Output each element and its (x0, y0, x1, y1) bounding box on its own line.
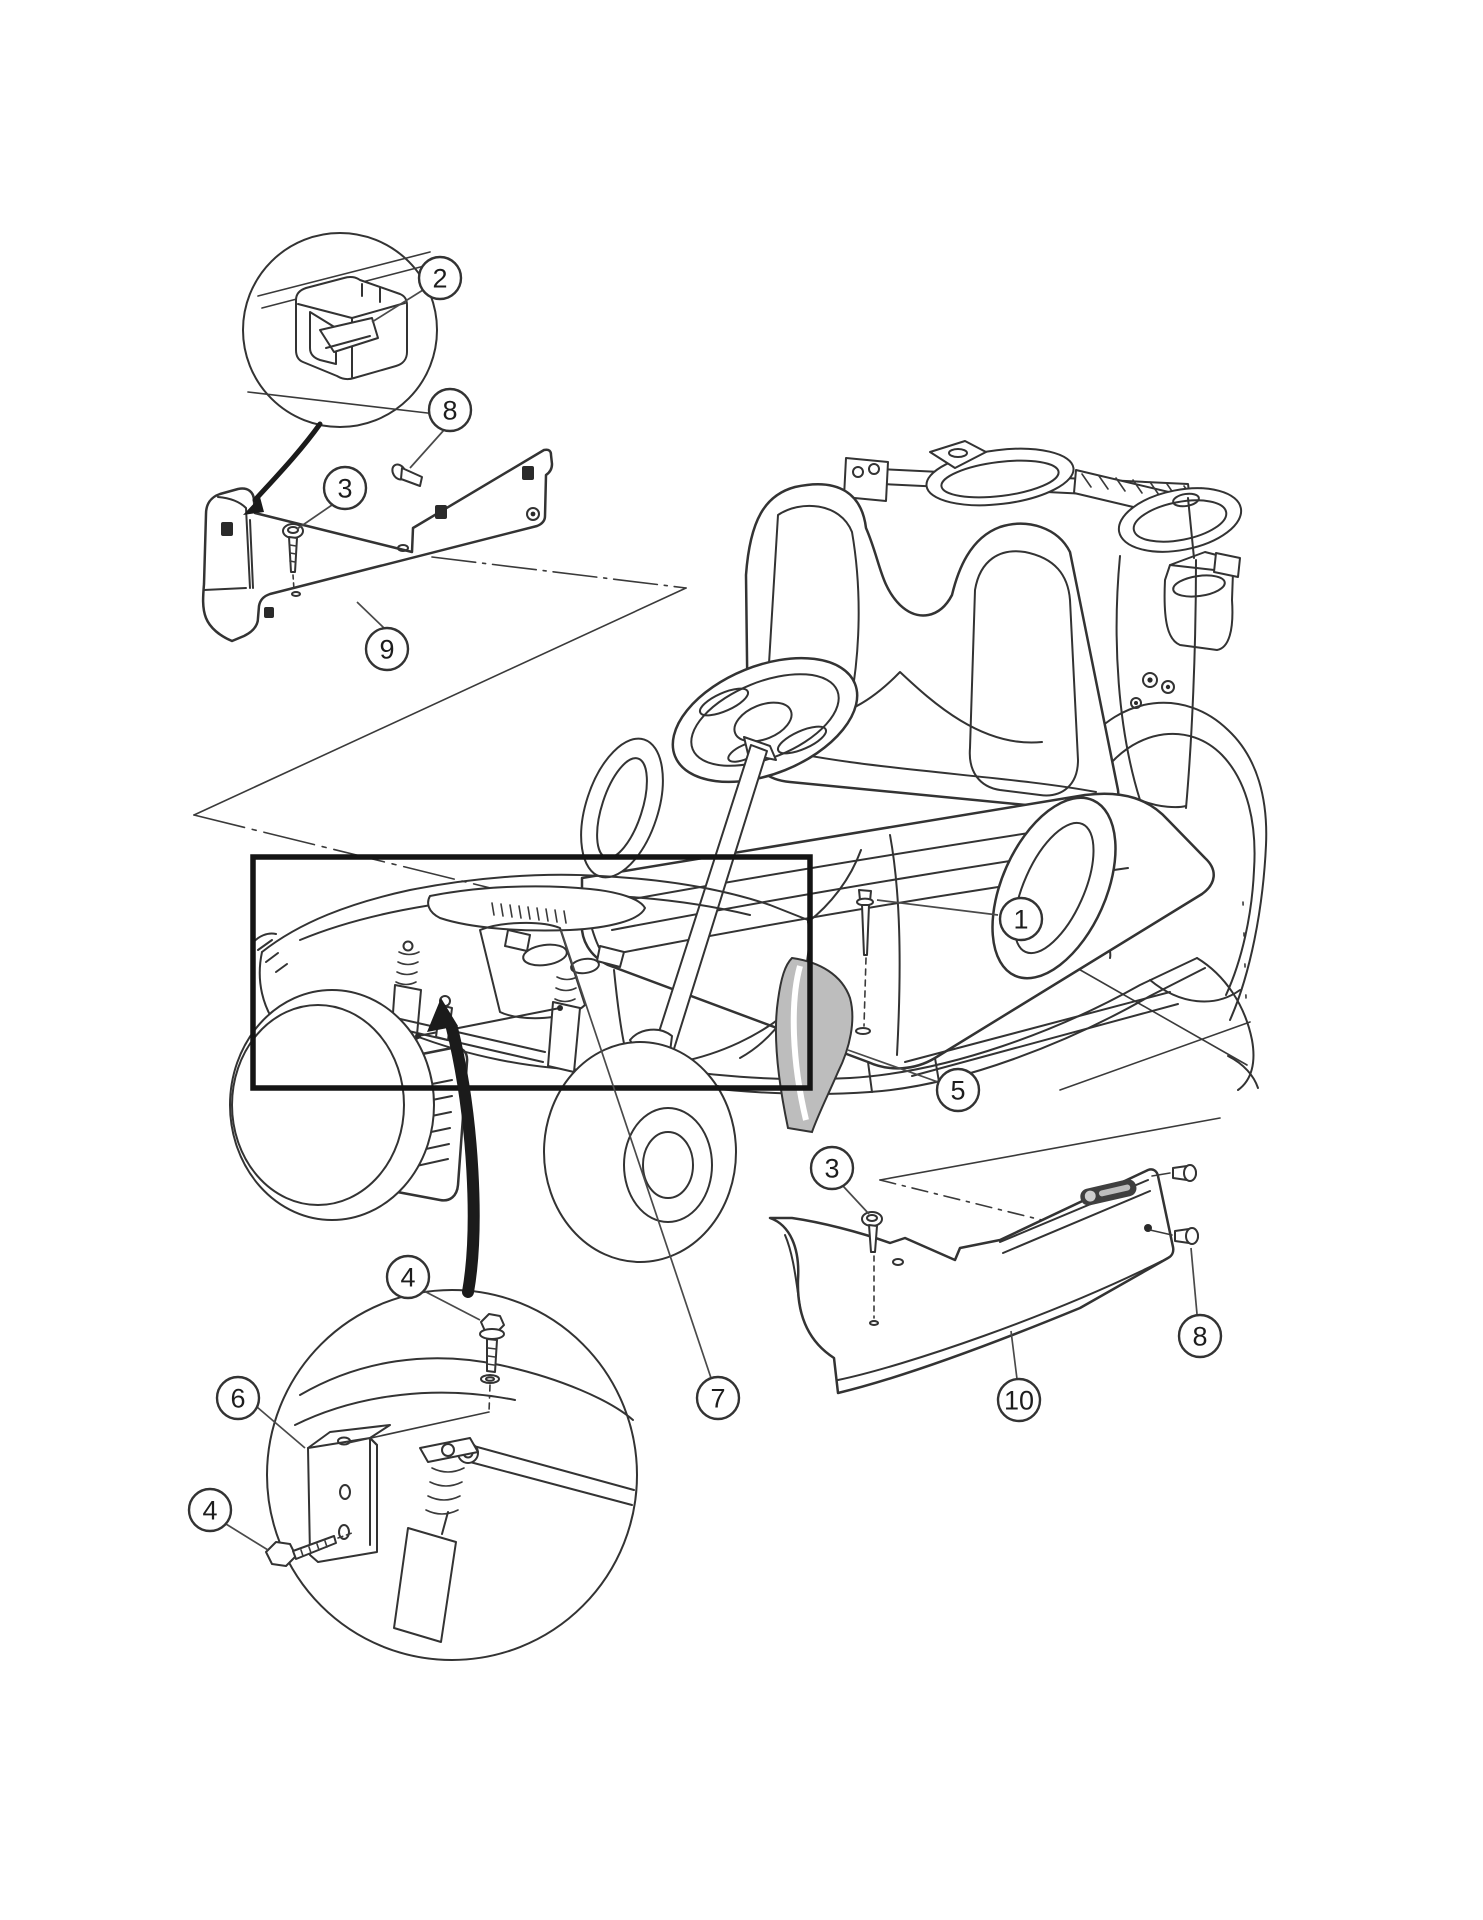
callout-3: 3 (809, 1145, 870, 1215)
front-left-wheel (229, 989, 435, 1221)
pin-8-left (391, 463, 423, 487)
callout-number: 10 (1004, 1386, 1034, 1416)
bolt-4-bottom (265, 1532, 353, 1567)
callout-circle (1177, 1313, 1223, 1359)
screw-1 (855, 889, 874, 1035)
callout-leader-line (1010, 1330, 1018, 1380)
callout-leader-line (409, 429, 445, 469)
brand-badge (1080, 1179, 1137, 1206)
callout-circle (385, 1254, 431, 1300)
callout-number: 1 (1013, 905, 1028, 935)
callout-9: 9 (356, 601, 410, 672)
callout-circle (215, 1375, 261, 1421)
callout-6: 6 (215, 1375, 306, 1449)
callout-leader-line (225, 1523, 269, 1551)
callout-circle (935, 1067, 981, 1113)
callout-number: 2 (432, 264, 447, 294)
callout-circle (996, 1377, 1042, 1423)
callout-leader-line (847, 1049, 939, 1083)
callouts-layer: 1 2 3 3 4 4 5 6 7 8 8 9 10 (187, 255, 1223, 1551)
callout-number: 7 (710, 1384, 725, 1414)
callout-5: 5 (847, 1049, 981, 1113)
golf-cart-drawing (229, 440, 1268, 1263)
rocker-panel-10 (768, 1164, 1199, 1395)
callout-leader-line (356, 601, 385, 629)
pin-8-right-top (1151, 1164, 1197, 1182)
detail-circle-clip (242, 232, 438, 515)
callout-circle (809, 1145, 855, 1191)
callout-number: 4 (202, 1496, 217, 1526)
callout-circle (322, 465, 368, 511)
rocker-panel-9 (201, 448, 554, 643)
callout-leader-line (560, 929, 712, 1379)
callout-circle (417, 255, 463, 301)
highlight-box (250, 854, 813, 1091)
pin-8-right-bottom (1149, 1227, 1199, 1245)
callout-1: 1 (876, 896, 1044, 942)
callout-circle (364, 626, 410, 672)
callout-number: 6 (230, 1384, 245, 1414)
callout-number: 8 (442, 396, 457, 426)
shock-absorber-drawing (393, 1437, 479, 1643)
splash-guard-shaded (774, 956, 854, 1134)
callout-10: 10 (996, 1330, 1042, 1423)
callout-number: 3 (824, 1154, 839, 1184)
callout-number: 4 (400, 1263, 415, 1293)
detail-circle-bracket (265, 1289, 638, 1661)
callout-number: 8 (1192, 1322, 1207, 1352)
bolt-4-top (347, 1313, 505, 1444)
callout-leader-line (423, 1290, 481, 1321)
callout-leader-line (256, 1406, 306, 1449)
screw-3-right (861, 1211, 883, 1326)
callout-number: 9 (379, 635, 394, 665)
callout-leader-line (1190, 1247, 1198, 1315)
callout-4: 4 (187, 1487, 269, 1551)
callout-3: 3 (296, 465, 368, 530)
callout-circle (427, 387, 473, 433)
callout-leader-line (296, 504, 333, 530)
callout-circle (998, 896, 1044, 942)
callout-circle (187, 1487, 233, 1533)
callout-circle (695, 1375, 741, 1421)
callout-leader-line (842, 1185, 870, 1215)
callout-number: 3 (337, 474, 352, 504)
callout-2: 2 (371, 255, 463, 323)
callout-leader-line (876, 899, 999, 916)
rear-support-assembly (843, 440, 1243, 809)
callout-4: 4 (385, 1254, 481, 1321)
callout-leader-line (371, 289, 424, 323)
edge-clip-drawing (295, 275, 408, 381)
callout-number: 5 (950, 1076, 965, 1106)
install-arrow (427, 998, 480, 1298)
callout-8: 8 (1177, 1247, 1223, 1359)
callout-8: 8 (409, 387, 473, 469)
callout-7: 7 (560, 929, 741, 1421)
front-right-wheel (543, 1041, 737, 1263)
